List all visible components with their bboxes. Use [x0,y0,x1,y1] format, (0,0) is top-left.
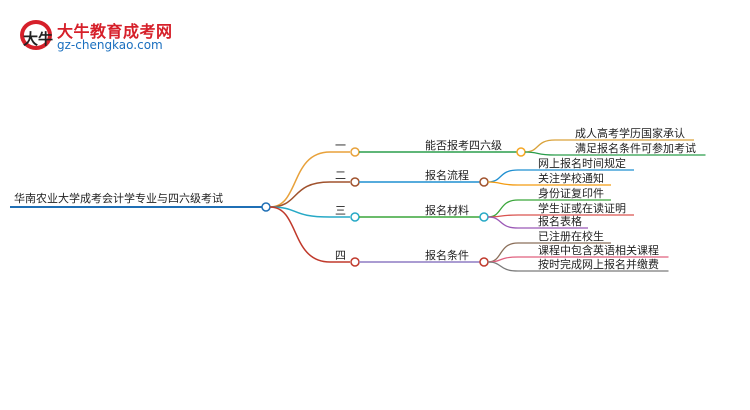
child-label: 课程中包含英语相关课程 [538,243,659,257]
child-connector [487,261,519,272]
branch-label-dot [479,177,489,187]
logo-mark-text: 大牛 [23,30,53,48]
branch-number: 三 [335,204,346,217]
branch-number: 四 [335,249,346,262]
branch-number: 一 [335,139,346,152]
child-label: 成人高考学历国家承认 [575,126,685,140]
child-connector [487,216,519,229]
branch-number: 二 [335,169,346,182]
child-label: 关注学校通知 [538,171,604,185]
branch-connector [269,181,331,208]
branch-label-dot [479,257,489,267]
branch-label: 能否报考四六级 [425,138,502,152]
branch-connector [269,206,331,218]
branch-connector [269,151,331,208]
child-label: 已注册在校生 [538,229,604,243]
child-connector [524,151,556,156]
branch-dot [350,212,360,222]
child-label: 网上报名时间规定 [538,156,626,170]
branch-dot [350,257,360,267]
root-connector [261,202,271,212]
child-label: 报名表格 [538,214,582,228]
child-label: 身份证复印件 [538,186,604,200]
child-label: 按时完成网上报名并缴费 [538,257,659,271]
brand-url: gz-chengkao.com [57,38,163,52]
branch-label: 报名流程 [425,168,469,182]
child-connector [524,139,556,153]
root-topic: 华南农业大学成考会计学专业与四六级考试 [14,191,223,205]
bull-logo-icon: 大牛 [20,20,53,50]
branch-dot [350,147,360,157]
child-connector [487,256,519,263]
child-label: 满足报名条件可参加考试 [575,141,696,155]
child-connector [487,181,519,186]
branch-label: 报名条件 [425,248,469,262]
branch-dot [350,177,360,187]
branch-connector [269,206,331,263]
branch-label-dot [479,212,489,222]
brand-title: 大牛教育成考网 [57,22,173,41]
child-label: 学生证或在读证明 [538,201,626,215]
branch-label: 报名材料 [425,203,469,217]
child-connector [487,169,519,183]
brand-logo: 大牛 大牛教育成考网 gz-chengkao.com [14,14,174,54]
branch-label-dot [516,147,526,157]
